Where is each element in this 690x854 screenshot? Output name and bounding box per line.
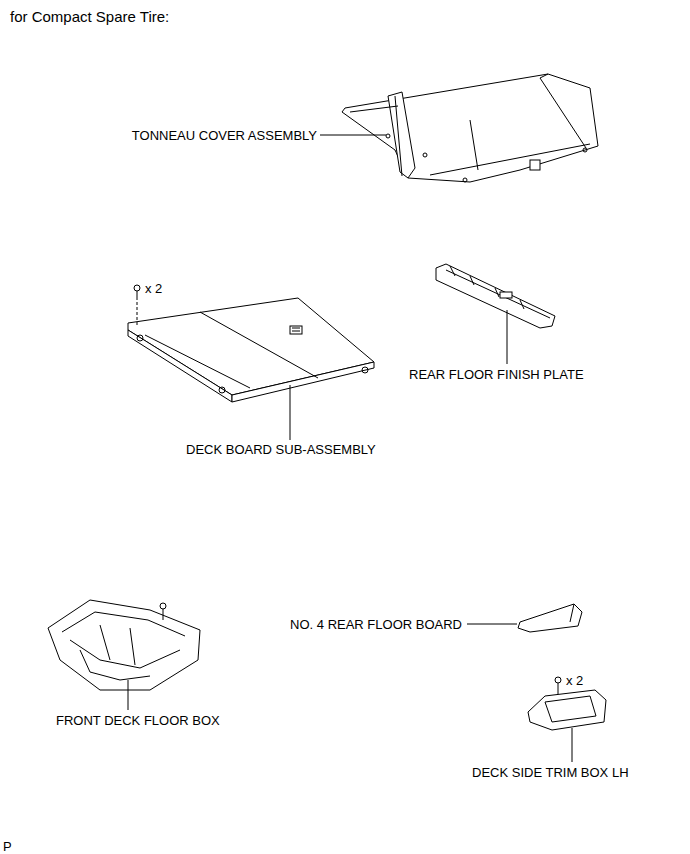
watermark: P: [3, 839, 12, 854]
quantity-note: x 2: [145, 281, 162, 296]
part-name: FRONT DECK FLOOR BOX: [56, 713, 220, 728]
page-heading: for Compact Spare Tire:: [10, 8, 169, 26]
part-name: REAR FLOOR FINISH PLATE: [409, 367, 584, 382]
quantity-note: x 2: [566, 673, 583, 688]
part-name: DECK BOARD SUB-ASSEMBLY: [186, 442, 376, 457]
part-name: NO. 4 REAR FLOOR BOARD: [290, 617, 462, 632]
part-name: DECK SIDE TRIM BOX LH: [472, 765, 629, 780]
part-name: TONNEAU COVER ASSEMBLY: [132, 128, 317, 143]
